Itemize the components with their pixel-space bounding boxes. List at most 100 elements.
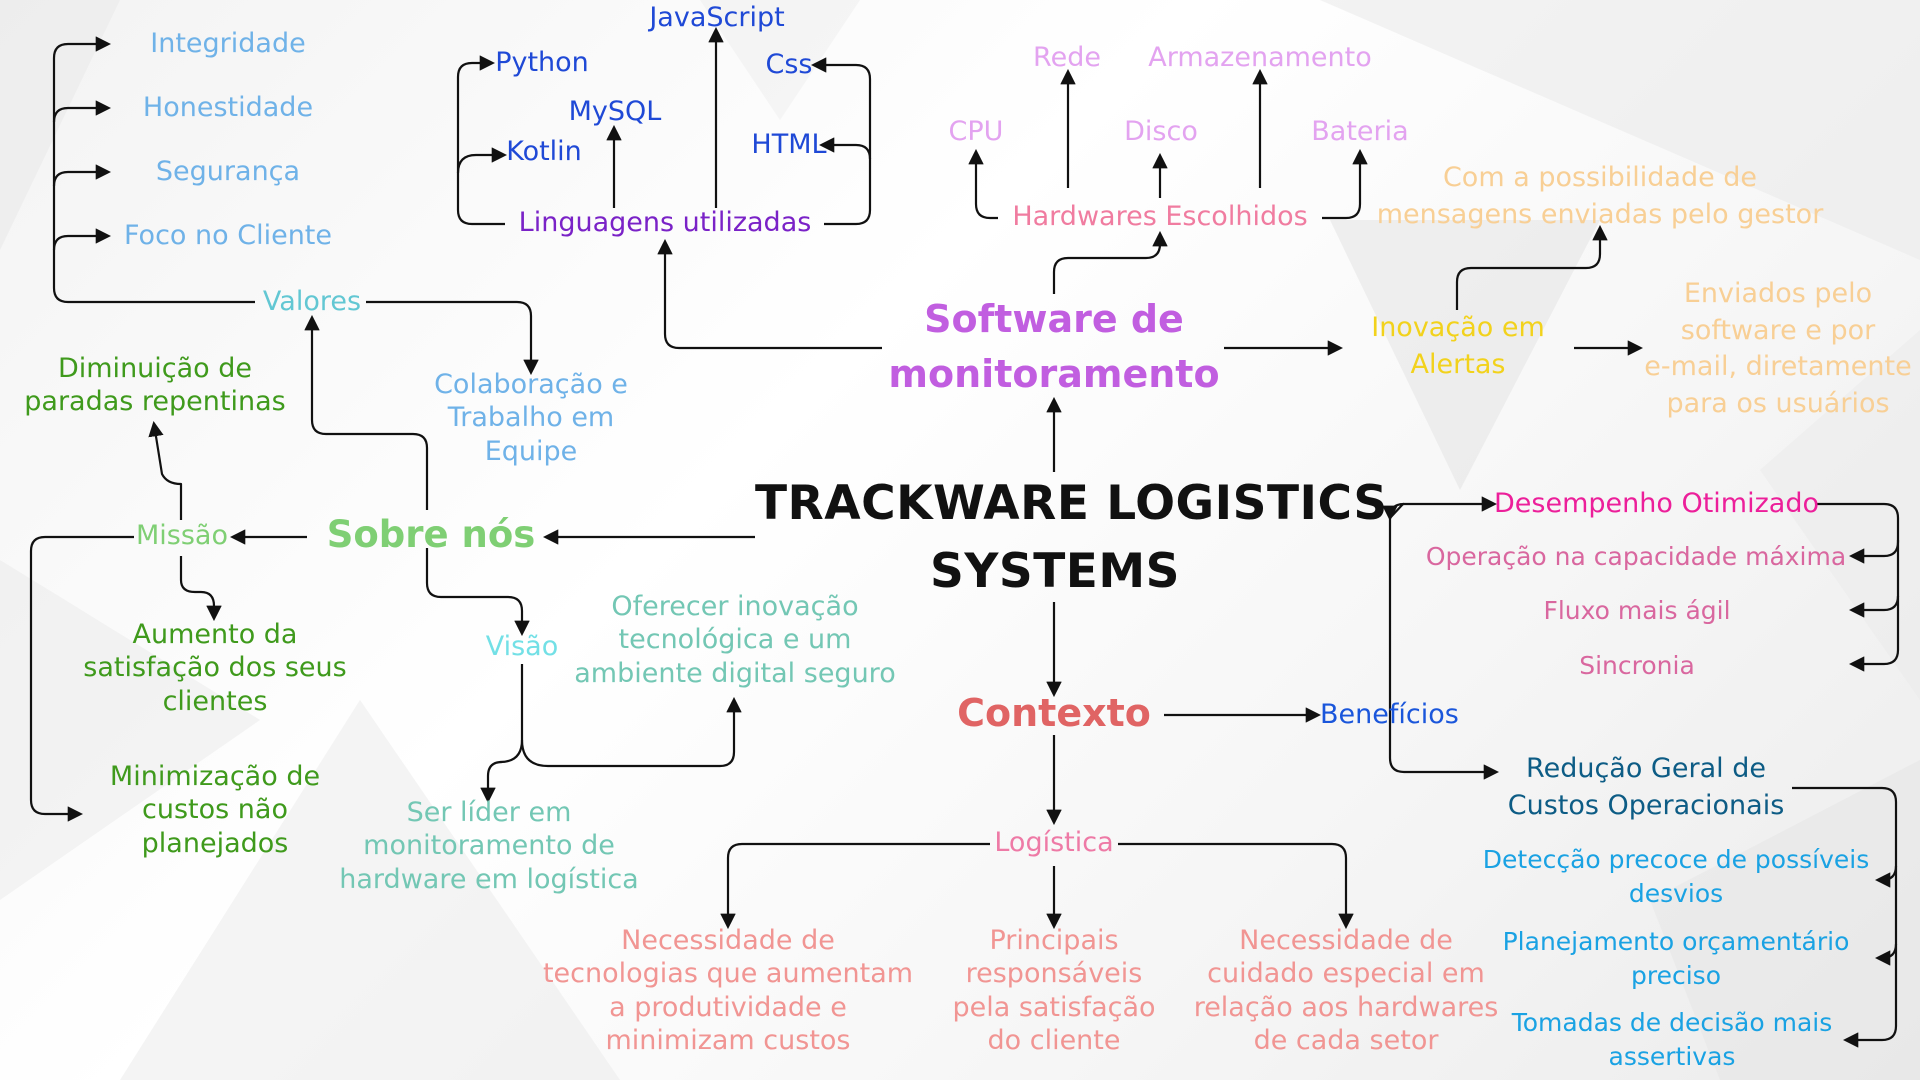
reducao-planejamento: Planejamento orçamentário preciso [1490,925,1862,993]
bg-triangle-bottom-left [120,700,620,1080]
hw-bateria: Bateria [1311,116,1409,147]
beneficios-node: Benefícios [1320,699,1459,730]
enviados-line3: e-mail, diretamente [1644,351,1912,383]
colab-line3: Equipe [484,435,578,467]
lider-line2: monitoramento de [363,830,615,862]
visao-node: Visão [485,631,559,662]
missao-node: Missão [136,520,228,551]
reducao-node: Redução Geral de Custos Operacionais [1496,751,1796,824]
bg-triangle-right [1330,220,1600,490]
bg-triangle-top-mid [700,0,860,120]
missao-diminuicao: Diminuição de paradas repentinas [10,352,300,419]
logistica-principais: Principais responsáveis pela satisfação … [940,924,1168,1058]
necessidade1-line1: Necessidade de [621,925,835,956]
linguagens-node: Linguagens utilizadas [518,207,812,238]
logistica-necessidade1: Necessidade de tecnologias que aumentam … [530,924,926,1058]
desempenho-item-operacao: Operação na capacidade máxima [1425,542,1847,571]
colab-line2: Trabalho em [447,402,615,434]
software-line1: Software de [924,297,1184,341]
deteccao-line2: desvios [1628,878,1724,908]
tomadas-line2: assertivas [1608,1041,1736,1071]
logistica-necessidade2: Necessidade de cuidado especial em relaç… [1180,924,1512,1058]
hw-cpu: CPU [948,116,1004,147]
possibilidade-line1: Com a possibilidade de [1442,162,1758,193]
principais-line1: Principais [989,925,1119,956]
logistica-node: Logística [994,827,1114,858]
lang-javascript: JavaScript [649,2,785,33]
valores-colaboracao: Colaboração e Trabalho em Equipe [400,368,662,468]
missao-aumento: Aumento da satisfação dos seus clientes [70,618,360,718]
necessidade1-line4: minimizam custos [605,1025,851,1057]
bg-triangle-top-left [0,0,120,250]
principais-line3: pela satisfação [952,991,1156,1023]
lang-html: HTML [751,129,827,160]
inovacao-line1: Inovação em [1371,312,1545,343]
hardwares-node: Hardwares Escolhidos [1012,201,1308,232]
tomadas-line1: Tomadas de decisão mais [1511,1008,1833,1037]
necessidade2-line4: de cada setor [1253,1025,1439,1057]
minimizacao-line2: custos não [142,794,288,826]
lider-line1: Ser líder em [406,797,572,828]
bg-triangle-top-right [1320,0,1920,260]
colab-line1: Colaboração e [434,369,628,400]
central-title-line1: TRACKWARE LOGISTICS [755,476,1388,531]
deteccao-line1: Detecção precoce de possíveis [1482,845,1870,874]
missao-minimizacao: Minimização de custos não planejados [80,760,350,860]
reducao-line1: Redução Geral de [1526,753,1766,784]
enviados-line1: Enviados pelo [1683,278,1873,309]
lider-line3: hardware em logística [339,863,639,895]
principais-line2: responsáveis [965,958,1143,990]
bg-triangle-bottom-right [1650,760,1920,1080]
hw-rede: Rede [1033,42,1101,73]
visao-lider: Ser líder em monitoramento de hardware e… [336,796,642,896]
valores-item-honestidade: Honestidade [142,92,314,123]
lang-css: Css [765,49,813,80]
oferecer-line1: Oferecer inovação [611,591,859,622]
valores-item-seguranca: Segurança [155,156,301,187]
necessidade2-line3: relação aos hardwares [1193,991,1499,1023]
contexto-node: Contexto [957,691,1151,735]
principais-line4: do cliente [987,1025,1121,1057]
central-title-line2: SYSTEMS [929,544,1181,600]
desempenho-item-sincronia: Sincronia [1579,651,1695,680]
necessidade2-line2: cuidado especial em [1207,958,1485,990]
valores-item-integridade: Integridade [150,28,306,59]
enviados-line2: software e por [1680,314,1876,346]
valores-node: Valores [262,286,362,317]
hw-armazenamento: Armazenamento [1148,42,1372,73]
visao-oferecer: Oferecer inovação tecnológica e um ambie… [572,590,898,690]
aumento-line3: clientes [162,685,268,717]
aumento-line1: Aumento da [132,619,298,650]
inovacao-enviados: Enviados pelo software e por e-mail, dir… [1642,276,1914,423]
enviados-line4: para os usuários [1666,388,1890,420]
planejamento-line2: preciso [1631,960,1721,990]
lang-mysql: MySQL [568,96,662,127]
oferecer-line3: ambiente digital seguro [574,657,896,689]
diminuicao-line2: paradas repentinas [24,386,286,418]
diminuicao-line1: Diminuição de [57,353,253,384]
software-line2: monitoramento [888,352,1220,397]
possibilidade-line2: mensagens enviadas pelo gestor [1376,198,1824,230]
lang-kotlin: Kotlin [506,136,582,167]
necessidade1-line2: tecnologias que aumentam [542,958,914,990]
hw-disco: Disco [1124,116,1198,147]
necessidade2-line1: Necessidade de [1239,925,1453,956]
reducao-deteccao: Detecção precoce de possíveis desvios [1476,843,1876,911]
software-node: Software de monitoramento [880,292,1228,403]
bg-triangle-mid-right [1760,330,1920,700]
sobre-nos-node: Sobre nós [326,513,536,556]
lang-python: Python [495,47,589,78]
reducao-tomadas: Tomadas de decisão mais assertivas [1500,1006,1844,1074]
reducao-line2: Custos Operacionais [1507,789,1785,821]
inovacao-line2: Alertas [1410,348,1506,380]
desempenho-item-fluxo: Fluxo mais ágil [1543,596,1731,625]
necessidade1-line3: a produtividade e [609,991,847,1023]
minimizacao-line3: planejados [141,827,289,859]
inovacao-node: Inovação em Alertas [1346,310,1570,383]
minimizacao-line1: Minimização de [109,761,321,792]
central-title: TRACKWARE LOGISTICS SYSTEMS [755,470,1388,606]
valores-item-foco: Foco no Cliente [123,220,333,251]
inovacao-possibilidade: Com a possibilidade de mensagens enviada… [1372,160,1828,233]
aumento-line2: satisfação dos seus [83,652,347,684]
